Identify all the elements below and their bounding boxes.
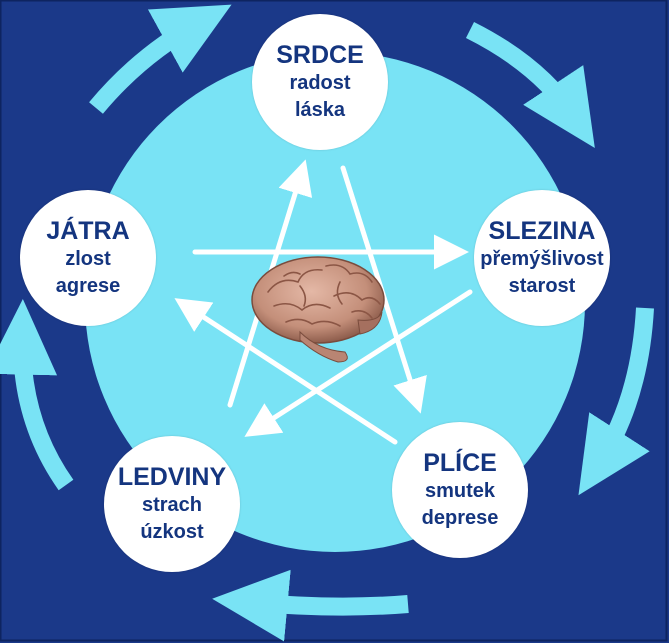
emotion-jatra-1: zlost xyxy=(65,248,111,270)
cycle-arrow-right xyxy=(578,307,654,496)
outer-cycle-arrows xyxy=(0,4,654,642)
organ-plice: PLÍCE smutek deprese xyxy=(392,422,528,558)
emotion-plice-1: smutek xyxy=(424,480,496,502)
emotion-srdce-2: láska xyxy=(294,99,346,121)
cycle-arrow-top-right xyxy=(465,21,595,149)
organ-name-ledviny: LEDVINY xyxy=(117,463,227,491)
cycle-arrow-bottom xyxy=(212,569,409,642)
organ-name-srdce: SRDCE xyxy=(276,41,364,69)
star-arrow-plice-jatra xyxy=(174,298,398,445)
organ-name-slezina: SLEZINA xyxy=(488,217,596,245)
cycle-arrow-top-left xyxy=(89,4,232,114)
star-arrow-slezina-ledviny xyxy=(244,289,473,437)
emotion-slezina-2: starost xyxy=(508,275,576,297)
emotion-slezina-1: přemýšlivost xyxy=(480,248,604,270)
emotion-ledviny-1: strach xyxy=(141,494,203,516)
cycle-arrow-left xyxy=(0,299,74,491)
emotion-ledviny-2: úzkost xyxy=(140,521,204,543)
organ-name-jatra: JÁTRA xyxy=(46,217,130,245)
emotion-plice-2: deprese xyxy=(421,507,499,529)
emotion-srdce-1: radost xyxy=(289,72,351,94)
organ-slezina: SLEZINA přemýšlivost starost xyxy=(474,190,610,326)
organ-ledviny: LEDVINY strach úzkost xyxy=(104,436,240,572)
organ-jatra: JÁTRA zlost agrese xyxy=(20,190,156,326)
emotion-jatra-2: agrese xyxy=(55,275,121,297)
brain-icon xyxy=(251,256,385,363)
organ-name-plice: PLÍCE xyxy=(423,449,497,477)
organ-srdce: SRDCE radost láska xyxy=(252,14,388,150)
